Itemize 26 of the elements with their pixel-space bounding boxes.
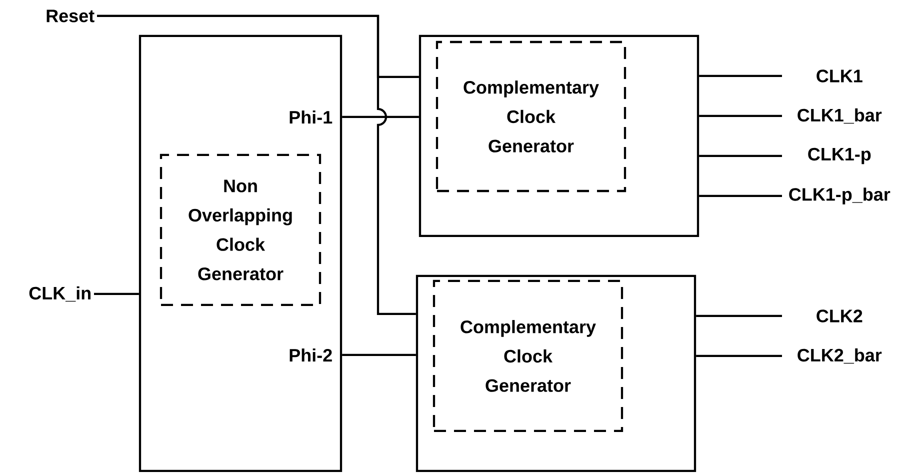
port-label: Phi-2 [290,348,332,362]
signal-name: CLK_in [29,286,90,302]
signal-name: CLK2_bar [798,348,882,364]
signal-name: CLK1-p_bar [789,188,890,204]
signal-name: CLK1-p [808,148,871,164]
wire [699,74,782,78]
port-label: Phi-1 [290,110,332,124]
block-box [416,274,696,472]
wire [699,154,782,158]
dashed-box: Complementary Clock Generator [436,40,626,192]
dashed-box: Complementary Clock Generator [432,280,624,432]
dashed-box: Non Overlapping Clock Generator [160,154,322,306]
block-box [418,34,700,238]
wire [696,354,782,358]
signal-name: CLK1 [816,70,862,82]
signal-name: CLK1_bar [798,108,882,124]
wire [94,292,139,296]
signal-name: Reset [46,10,94,22]
block-box [138,34,342,472]
wire [696,314,782,318]
wire [342,354,416,356]
wire [699,194,782,198]
wire [699,114,782,118]
signal-name: CLK2 [816,310,862,322]
wire [97,14,416,316]
wire [342,116,419,118]
